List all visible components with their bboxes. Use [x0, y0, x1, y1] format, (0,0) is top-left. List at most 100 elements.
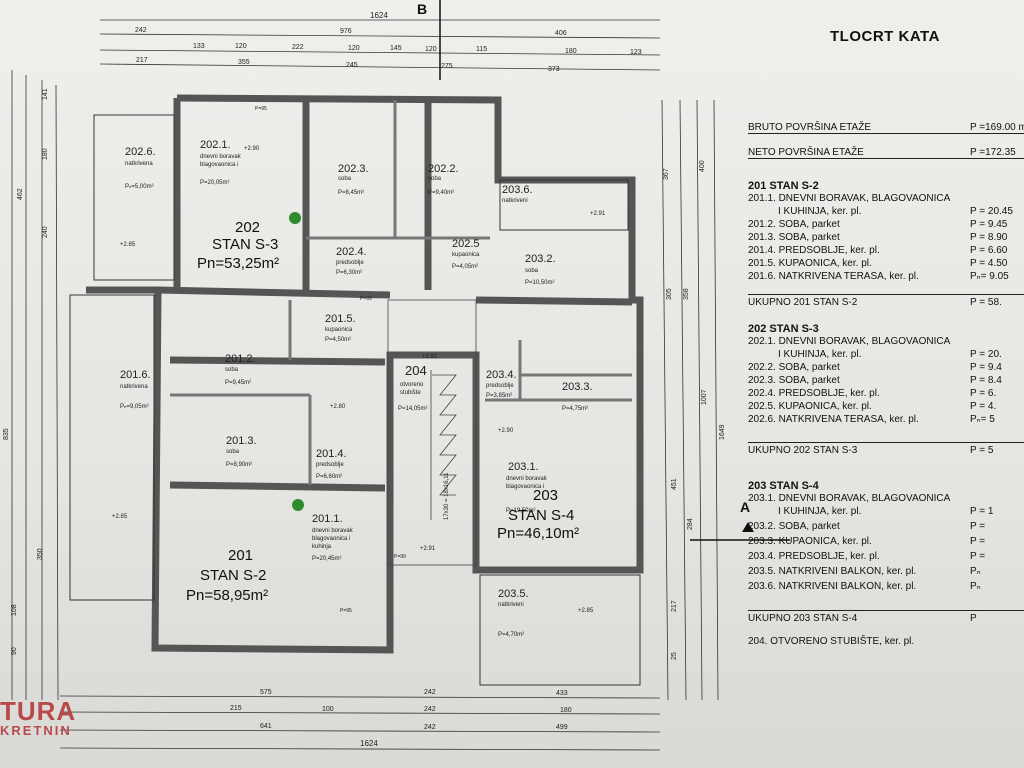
room-desc: blagovaonica i — [506, 484, 544, 490]
room-desc: soba — [525, 268, 539, 274]
row-label: 203.3. KUPAONICA, ker. pl. — [748, 536, 872, 547]
bruto-area-label: BRUTO POVRŠINA ETAŽE — [748, 122, 871, 133]
room-id: 201.4. — [316, 448, 347, 460]
section-a-arrow — [742, 522, 754, 532]
row-value: Pₙ= 5 — [970, 414, 995, 425]
room-desc: blagovaonica i — [200, 162, 238, 168]
left-dimensions — [11, 70, 59, 701]
door-label: P=95 — [255, 106, 267, 112]
elevation: +2.85 — [112, 514, 128, 520]
room-area: P=20,45m² — [312, 556, 342, 562]
apt-202-name: STAN S-3 — [212, 236, 278, 253]
room-id: 202.2. — [428, 163, 459, 175]
dim-bottom-b: 242 — [424, 689, 436, 696]
section-marker-b: B — [417, 1, 427, 17]
dim-top-m: 217 — [136, 57, 148, 64]
row-label: 201.3. SOBA, parket — [748, 232, 840, 243]
right-dimensions — [661, 99, 719, 701]
top-dimensions — [99, 19, 661, 71]
dim-bottom-g: 180 — [560, 707, 572, 714]
elevation: +2.85 — [578, 608, 594, 614]
apt-202-header: 202 STAN S-3 — [748, 323, 819, 335]
dim-top-i: 120 — [425, 46, 437, 53]
dim-left-h: 90 — [11, 647, 18, 655]
apt-202-row: 202.4. PREDSOBLJE, ker. pl.P = 6. — [748, 388, 1024, 399]
room-desc: soba — [338, 176, 352, 182]
row-value: P = 4.50 — [970, 258, 1008, 269]
dim-top-f: 222 — [292, 44, 304, 51]
dim-left-a: 141 — [42, 88, 49, 100]
room-id: 203.2. — [525, 253, 556, 265]
dim-bottom-d: 215 — [230, 705, 242, 712]
apt-203-row: 203.3. KUPAONICA, ker. pl.P = — [748, 536, 1024, 547]
row-value: P = 8.90 — [970, 232, 1008, 243]
row-value: P = 6.60 — [970, 245, 1008, 256]
row-label: 201.4. PREDSOBLJE, ker. pl. — [748, 245, 880, 256]
dim-left-f: 350 — [37, 548, 44, 560]
room-area: Pₙ=9,05m² — [120, 404, 149, 410]
elevation: +2.91 — [590, 211, 606, 217]
row-label: 202.3. SOBA, parket — [748, 375, 840, 386]
dim-top-k: 180 — [565, 48, 577, 55]
row-label: 203.4. PREDSOBLJE, ker. pl. — [748, 551, 880, 562]
dim-top-l: 123 — [630, 49, 642, 56]
total-value: P — [970, 613, 977, 624]
room-desc: natkriveni — [502, 198, 528, 204]
room-desc: predsoblje — [336, 260, 364, 266]
dim-top-q: 373 — [548, 66, 560, 73]
apt-202-num: 202 — [235, 219, 260, 236]
apt-201-row: 201.4. PREDSOBLJE, ker. pl. P = 6.60 — [748, 245, 1024, 256]
room-id: 203.1. — [508, 461, 539, 473]
room-id: 203.6. — [502, 184, 533, 196]
room-desc: natkriveni — [498, 602, 524, 608]
row-label: 202.4. PREDSOBLJE, ker. pl. — [748, 388, 880, 399]
room-area: P=4,50m² — [325, 337, 351, 343]
room-area: P=14,05m² — [398, 406, 428, 412]
apt-203-row: 203.6. NATKRIVENI BALKON, ker. pl.Pₙ — [748, 581, 1024, 592]
row-value: P = 9.4 — [970, 362, 1002, 373]
elevation: +2.91 — [420, 546, 436, 552]
dim-left-b: 462 — [17, 188, 24, 200]
room-area: P=20,05m² — [200, 180, 230, 186]
dim-right-j: 25 — [671, 652, 678, 660]
inner-partitions — [170, 100, 632, 485]
room-desc: soba — [226, 449, 240, 455]
room-desc: dnevni boravak — [506, 476, 548, 482]
total-label: UKUPNO 202 STAN S-3 — [748, 445, 858, 456]
dim-left-c: 180 — [42, 148, 49, 160]
row-label: 202.1. DNEVNI BORAVAK, BLAGOVAONICA — [748, 336, 951, 347]
dim-top-p: 275 — [441, 63, 453, 70]
bottom-dimensions — [59, 695, 661, 751]
total-label: UKUPNO 201 STAN S-2 — [748, 297, 858, 308]
room-area: P=19,50m² — [506, 508, 536, 514]
dim-bottom-h: 641 — [260, 723, 272, 730]
room-desc: kuhinja — [312, 544, 332, 550]
room-id: 201.6. — [120, 369, 151, 381]
room-area: P=4,75m² — [562, 406, 588, 412]
apt-203-area: Pn=46,10m² — [497, 525, 579, 542]
row-label: 202.2. SOBA, parket — [748, 362, 840, 373]
room-id: 201.3. — [226, 435, 257, 447]
terraces — [69, 114, 641, 686]
total-value: P = 5 — [970, 445, 994, 456]
stair-note: 17x30 = 18x16,11 — [444, 472, 450, 520]
elevation: +2.91 — [422, 354, 438, 360]
room-desc: soba — [225, 367, 239, 373]
room-id: 201.1. — [312, 513, 343, 525]
room-area: P=8,90m² — [226, 462, 252, 468]
row-label: 202.5. KUPAONICA, ker. pl. — [748, 401, 872, 412]
room-desc: kupaonica — [452, 252, 480, 258]
sheet-title: TLOCRT KATA — [830, 28, 940, 45]
room-area: P=3,85m² — [486, 393, 512, 399]
room-area: P=4,70m² — [498, 632, 524, 638]
row-label: I KUHINJA, ker. pl. — [778, 349, 862, 360]
dim-right-c: 305 — [666, 288, 673, 300]
door-label: P=99 — [394, 554, 406, 560]
bruto-area-row: BRUTO POVRŠINA ETAŽE P =169.00 m — [748, 122, 1024, 134]
total-value: P = 58. — [970, 297, 1002, 308]
room-id: 202.1. — [200, 139, 231, 151]
